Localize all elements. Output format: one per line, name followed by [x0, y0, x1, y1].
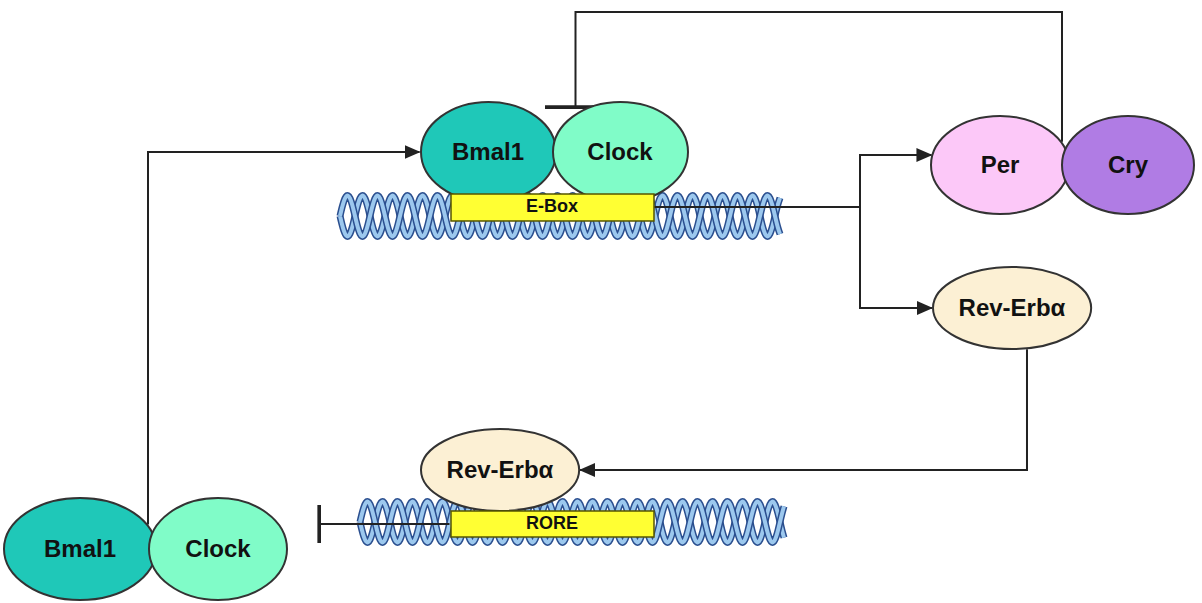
protein-ellipse: Rev-Erbα [420, 428, 580, 512]
arrow-connector [655, 155, 932, 207]
ellipse-shape [421, 102, 556, 202]
dna-element-box: E-Box [450, 193, 655, 222]
node-label: Rev-Erbα [447, 457, 554, 483]
arrow-connector [655, 207, 932, 308]
protein-ellipse: Bmal1 [3, 497, 157, 601]
node-label: Bmal1 [452, 139, 524, 165]
rect-shape [451, 194, 654, 221]
node-label: Clock [185, 536, 250, 562]
dna-strand [340, 196, 780, 237]
dna-strand [340, 196, 780, 237]
dna-strand-outline [340, 196, 780, 237]
ellipse-shape [931, 116, 1069, 214]
ellipse-shape [553, 102, 688, 202]
node-label: Clock [587, 139, 652, 165]
protein-ellipse: Per [930, 115, 1070, 215]
node-label: Cry [1108, 152, 1148, 178]
rect-shape [451, 511, 654, 537]
dna-strand-outline [340, 196, 780, 237]
arrow-connector [580, 349, 1027, 470]
ellipse-shape [4, 498, 156, 600]
ellipse-shape [149, 498, 287, 600]
node-label: Rev-Erbα [959, 295, 1066, 321]
node-label: RORE [526, 514, 578, 534]
dna-strand [360, 502, 784, 543]
arrow-connector [148, 152, 420, 525]
node-label: Bmal1 [44, 536, 116, 562]
dna-element-box: RORE [450, 510, 655, 538]
dna-strand-outline [360, 502, 784, 543]
node-label: Per [981, 152, 1020, 178]
ellipse-shape [933, 267, 1091, 349]
inhibition-connector [319, 523, 449, 525]
dna-strand [360, 502, 784, 543]
dna-helix [340, 196, 780, 237]
ellipse-shape [1062, 116, 1194, 214]
protein-ellipse: Clock [148, 497, 288, 601]
dna-helix [360, 502, 784, 543]
ellipse-shape [421, 429, 579, 511]
protein-ellipse: Clock [552, 101, 689, 203]
protein-ellipse: Bmal1 [420, 101, 557, 203]
dna-strand-outline [360, 502, 784, 543]
protein-ellipse: Cry [1061, 115, 1195, 215]
node-label: E-Box [526, 197, 578, 217]
protein-ellipse: Rev-Erbα [932, 266, 1092, 350]
